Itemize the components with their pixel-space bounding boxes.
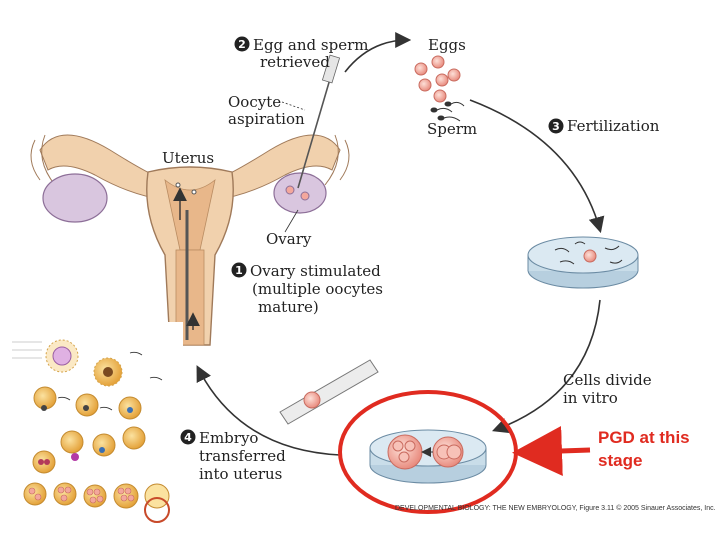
- eggs-cluster: [414, 55, 461, 103]
- arrow-to-dish: [469, 99, 605, 234]
- step-4-label-line1: Embryo: [199, 429, 258, 447]
- oocyte-label-line2: aspiration: [228, 110, 305, 128]
- oocyte-label-line1: Oocyte: [228, 93, 281, 111]
- uterus-illustration: [30, 134, 350, 346]
- pgd-callout-line1: PGD at this: [598, 428, 690, 447]
- pgd-callout-line2: stage: [598, 451, 642, 470]
- step-2-label-line1: Egg and sperm: [253, 36, 368, 54]
- cells-divide-line1: Cells divide: [563, 371, 652, 389]
- division-dish: [369, 429, 487, 484]
- step-3-badge: 3: [548, 118, 564, 134]
- uterus-label: Uterus: [162, 149, 214, 167]
- eggs-label: Eggs: [428, 36, 466, 54]
- step-3-label: Fertilization: [567, 117, 660, 135]
- fertilization-dish: [527, 236, 639, 289]
- step-1-label-line1: Ovary stimulated: [250, 262, 381, 280]
- aspiration-needle: [297, 54, 341, 189]
- step-1-label-line2: (multiple oocytes: [252, 280, 383, 298]
- pgd-callout-arrow: [512, 425, 591, 476]
- sperm-cluster: [430, 101, 465, 122]
- step-3-number: 3: [552, 120, 560, 133]
- arrow-to-uterus: [196, 365, 341, 456]
- figure-credit: DEVELOPMENTAL BIOLOGY: THE NEW EMBRYOLOG…: [395, 504, 716, 512]
- step-2-badge: 2: [234, 36, 250, 52]
- step-4-label-line3: into uterus: [199, 465, 282, 483]
- step-1-number: 1: [235, 264, 243, 277]
- cycle-arrows: [196, 32, 605, 456]
- cells-divide-line2: in vitro: [563, 389, 618, 407]
- left-ovary: [42, 173, 108, 223]
- step-2-number: 2: [238, 38, 246, 51]
- step-2-label-line2: retrieved: [260, 53, 330, 71]
- sperm-label: Sperm: [427, 120, 477, 138]
- arrow-to-eggs: [344, 32, 412, 73]
- step-4-badge: 4: [180, 429, 196, 445]
- step-4-label-line2: transferred: [199, 447, 286, 465]
- arrow-to-division: [491, 299, 601, 434]
- step-1-label-line3: mature): [258, 298, 319, 316]
- right-ovary: [273, 172, 327, 214]
- embryo-development-sequence: [8, 322, 183, 532]
- transfer-pipette: [279, 359, 379, 425]
- step-4-number: 4: [184, 431, 192, 444]
- ovary-label: Ovary: [266, 230, 312, 248]
- step-1-badge: 1: [231, 262, 247, 278]
